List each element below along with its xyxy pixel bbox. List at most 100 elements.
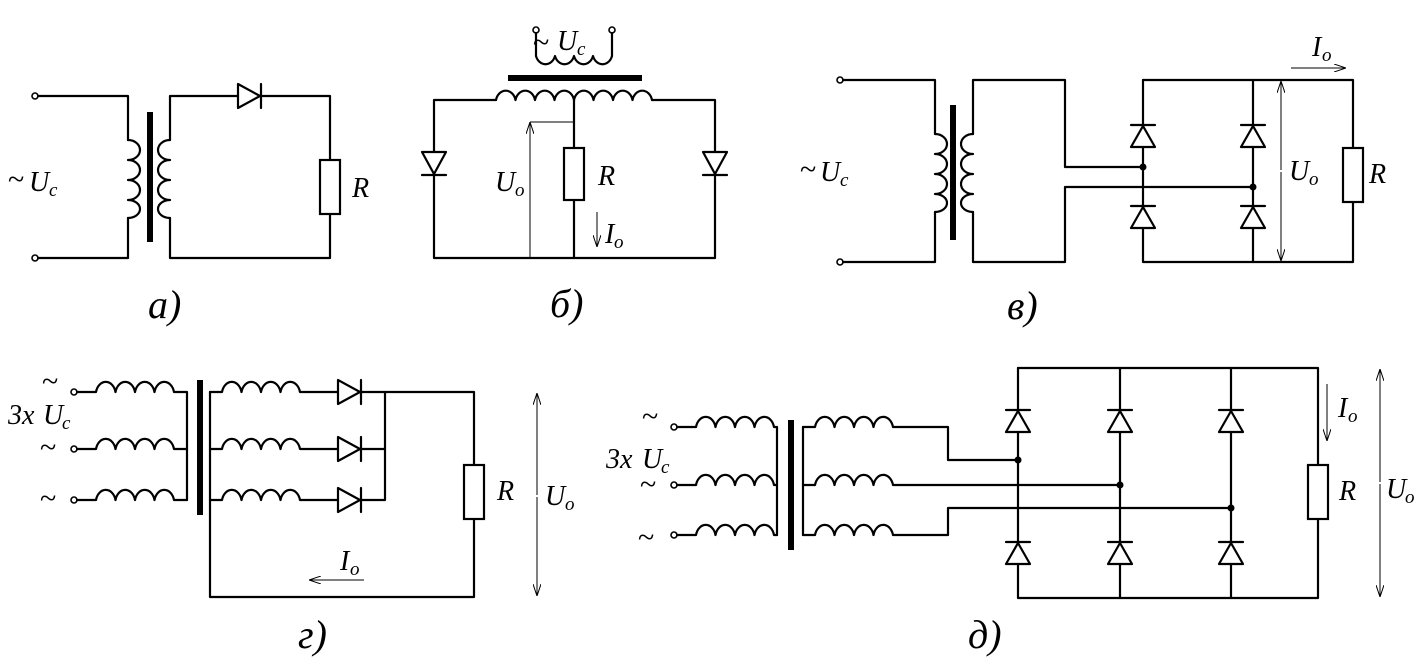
secondary-winding-1: [208, 380, 340, 394]
current-subscript: o: [350, 559, 360, 580]
circuit-g-three-phase-half-wave: ~ ~ ~ 3x U c R U o I o г): [7, 365, 575, 657]
circuit-a-half-wave: ~ U c R а): [8, 82, 369, 327]
primary-winding-3: [675, 523, 779, 537]
diode: [1004, 540, 1032, 566]
secondary-winding: [156, 138, 172, 220]
voltage-subscript: c: [661, 457, 670, 478]
current-label: I: [1311, 32, 1323, 63]
three-phase-label: 3x: [7, 400, 35, 431]
voltage-subscript: c: [840, 170, 849, 191]
primary-winding-1: [75, 380, 189, 502]
primary-lead-bottom: [36, 216, 130, 260]
primary-lead-top: [36, 94, 130, 142]
diode: [336, 378, 363, 406]
tilde-label: ~: [40, 431, 56, 464]
primary-winding-3: [75, 488, 189, 502]
junction: [1227, 504, 1235, 512]
resistor: [1306, 463, 1330, 521]
diode: [1129, 123, 1157, 149]
voltage-label: U: [820, 157, 842, 188]
primary-winding-1: [675, 415, 779, 537]
voltage-subscript: c: [62, 413, 71, 434]
current-subscript: o: [614, 232, 624, 253]
resistor: [462, 463, 486, 521]
wire: [432, 98, 498, 154]
tilde-label: ~: [800, 153, 816, 186]
resistor-label: R: [1338, 476, 1356, 507]
diode: [1004, 408, 1032, 434]
voltage-label: U: [43, 400, 65, 431]
diode: [1106, 408, 1134, 434]
wire: [360, 390, 387, 502]
junction: [1014, 456, 1022, 464]
circuit-b-center-tap: ~ U c U o R I o б): [420, 26, 729, 326]
current-label: I: [339, 546, 351, 577]
current-label: I: [604, 219, 616, 250]
tilde-label: ~: [40, 482, 56, 515]
secondary-winding-3: [208, 488, 340, 502]
voltage-subscript: c: [577, 39, 586, 60]
diode-left: [420, 150, 448, 177]
diode: [1239, 123, 1267, 149]
tilde-label: ~: [642, 400, 658, 433]
primary-winding: [534, 54, 614, 66]
tilde-label: ~: [42, 365, 58, 398]
diode: [1239, 204, 1267, 230]
voltage-subscript: c: [49, 180, 58, 201]
resistor: [1341, 146, 1365, 204]
voltage-label: U: [29, 167, 51, 198]
output-voltage-label: U: [495, 167, 517, 198]
junction: [1249, 183, 1257, 191]
voltage-label: U: [642, 444, 664, 475]
primary-lead-top: [841, 78, 937, 136]
wire: [971, 185, 1255, 264]
junction: [1139, 163, 1147, 171]
diode: [236, 82, 263, 110]
resistor-label: R: [1368, 159, 1386, 190]
primary-winding-2: [75, 437, 189, 451]
wire: [1141, 78, 1355, 264]
secondary-winding-left: [494, 89, 576, 102]
diode: [1106, 540, 1134, 566]
caption-a: а): [148, 282, 181, 327]
resistor-label: R: [351, 173, 369, 204]
secondary-winding: [959, 132, 975, 214]
diode-right: [701, 150, 729, 177]
resistor-label: R: [597, 161, 615, 192]
secondary-winding-2: [801, 473, 1122, 487]
secondary-winding-1: [801, 415, 1020, 462]
resistor: [318, 158, 342, 216]
resistor-label: R: [496, 476, 514, 507]
output-voltage-subscript: o: [515, 180, 525, 201]
tilde-label: ~: [638, 521, 654, 554]
diode: [1217, 540, 1245, 566]
wire: [971, 78, 1145, 169]
wire: [168, 212, 332, 260]
output-voltage-subscript: o: [1309, 169, 1319, 190]
diode: [1217, 408, 1245, 434]
caption-g: г): [298, 612, 327, 657]
diode: [336, 486, 363, 514]
circuit-d-three-phase-bridge: ~ ~ ~ 3x U c R U o I o д): [605, 366, 1415, 657]
wire: [650, 98, 717, 154]
wire: [1016, 366, 1320, 467]
junction: [1116, 481, 1124, 489]
tilde-label: ~: [640, 468, 656, 501]
primary-winding: [933, 132, 949, 214]
primary-winding-2: [675, 473, 779, 487]
diode: [1129, 204, 1157, 230]
tilde-label: ~: [533, 26, 549, 59]
caption-d: д): [968, 612, 1002, 657]
voltage-label: U: [557, 26, 579, 57]
resistor: [562, 146, 586, 202]
wire: [168, 94, 240, 142]
wire: [260, 94, 332, 162]
output-voltage-label: U: [545, 481, 567, 512]
current-label: I: [1337, 393, 1349, 424]
output-voltage-subscript: o: [565, 494, 575, 515]
tilde-label: ~: [8, 163, 24, 196]
wire: [1141, 78, 1355, 150]
circuit-v-bridge: ~ U c U o R I o в): [800, 32, 1386, 328]
